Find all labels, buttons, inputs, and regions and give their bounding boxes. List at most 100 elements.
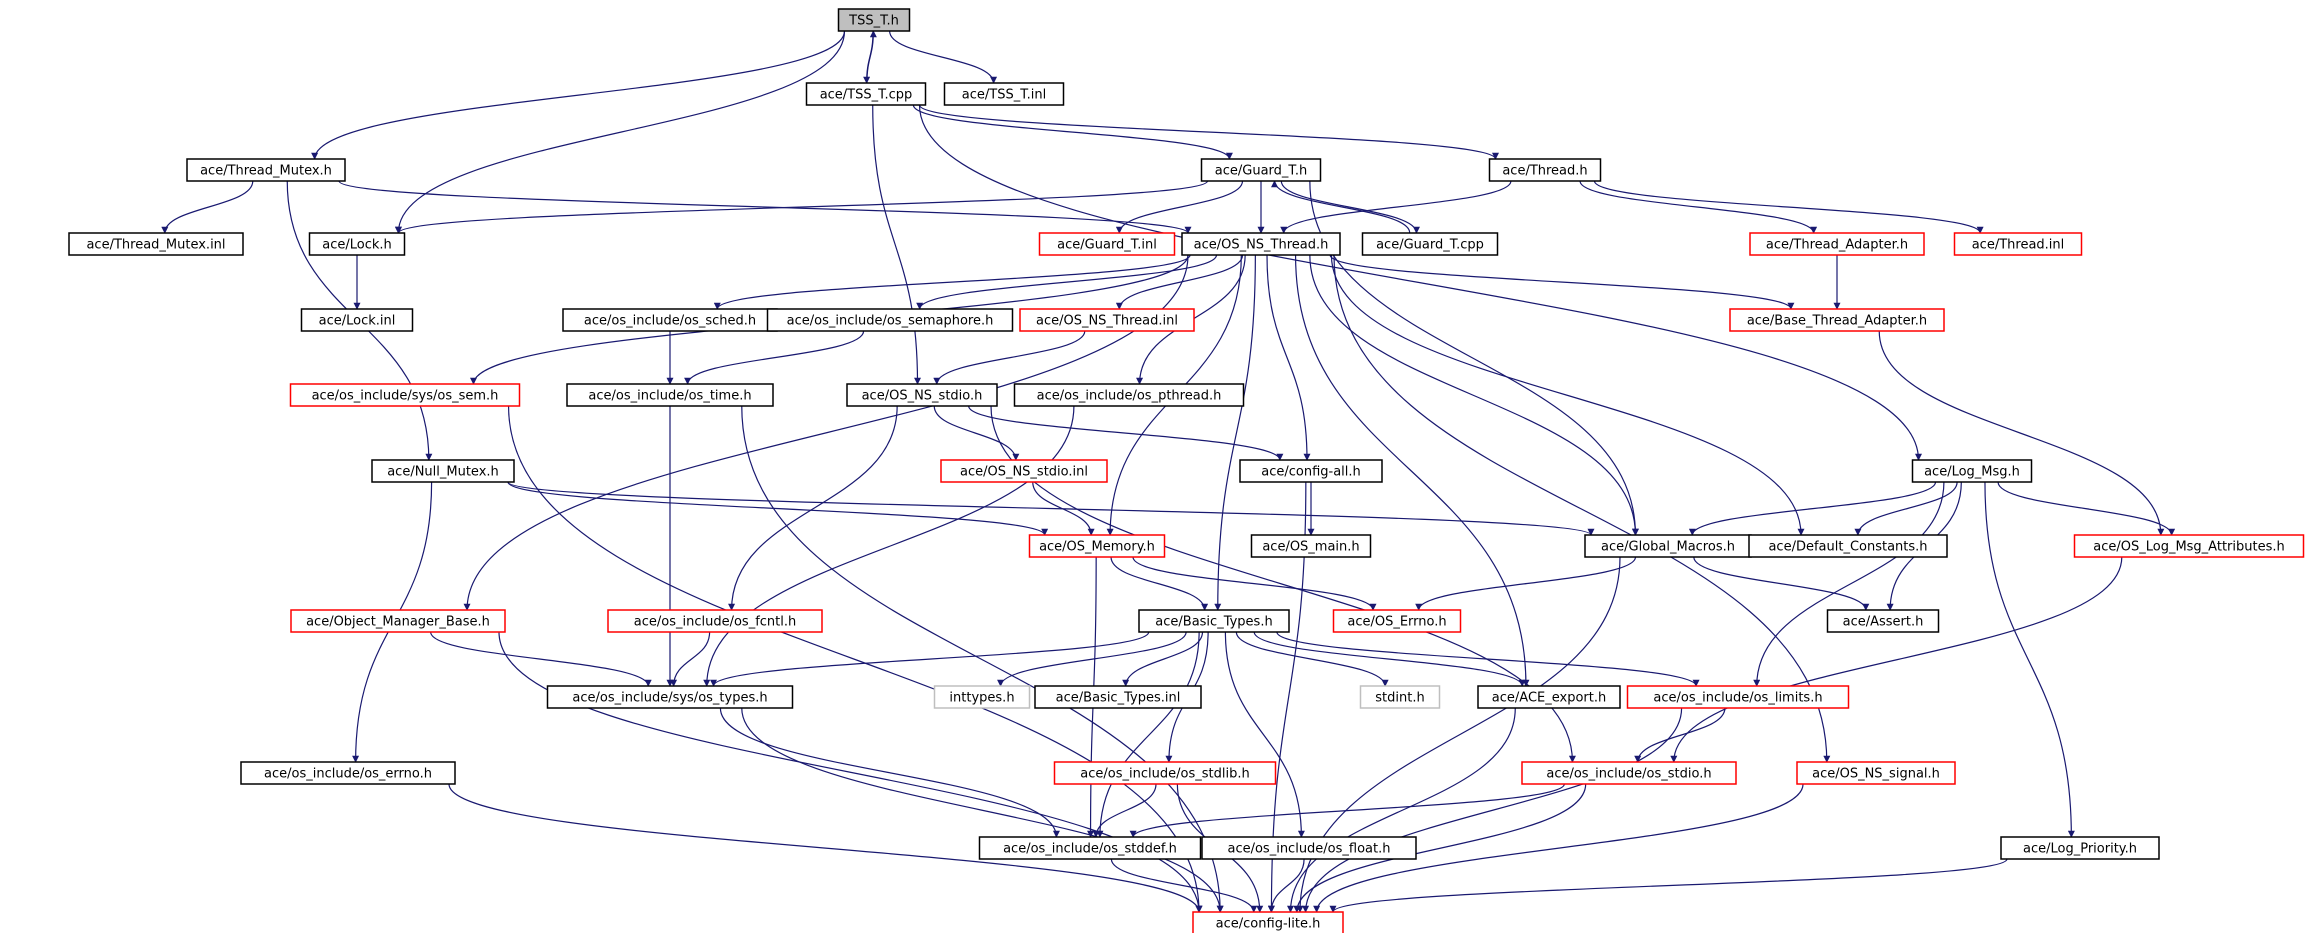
edges-layer (161, 30, 2176, 913)
node-box (186, 158, 346, 182)
edge-os-types-h-to-os-stddef-h (719, 707, 1060, 838)
node-box (546, 685, 794, 709)
node-box (805, 82, 927, 106)
node-box (1192, 911, 1344, 933)
node-label: ace/OS_main.h (1262, 540, 1359, 555)
edge-basic-types-h-to-os-types-h (710, 631, 1150, 687)
node-label: ace/os_include/os_sched.h (584, 314, 756, 329)
node-thread-mutex-h: ace/Thread_Mutex.h (186, 158, 346, 182)
node-label: ace/Log_Msg.h (1924, 465, 2020, 480)
node-label: ace/Null_Mutex.h (387, 465, 499, 480)
node-os-pthread-h: ace/os_include/os_pthread.h (1013, 383, 1245, 407)
node-label: inttypes.h (949, 691, 1014, 706)
node-box (1953, 232, 2083, 256)
node-box (1250, 534, 1372, 558)
edge-os-ns-stdio-h-to-os-ns-stdio-inl (933, 405, 1020, 461)
edge-os-stdio-h-to-os-stddef-h (1129, 783, 1565, 838)
node-box (943, 82, 1065, 106)
node-os-sem-h: ace/os_include/sys/os_sem.h (289, 383, 521, 407)
edge-log-msg-h-to-log-priority-h (1984, 481, 2075, 838)
node-label: ace/Thread_Mutex.h (200, 164, 332, 179)
edge-null-mutex-h-to-global-macros-h (507, 481, 1595, 536)
node-label: ace/OS_NS_Thread.inl (1036, 314, 1178, 329)
edge-os-ns-signal-h-to-config-lite-h (1313, 783, 1804, 913)
node-label: ace/OS_NS_Thread.h (1194, 238, 1329, 253)
edge-os-stddef-h-to-config-lite-h (1110, 858, 1258, 913)
node-os-ns-thread-h: ace/OS_NS_Thread.h (1181, 232, 1341, 256)
node-guard-t-inl: ace/Guard_T.inl (1038, 232, 1176, 256)
edge-os-ns-thread-h-to-os-ns-signal-h (1333, 254, 1831, 763)
edge-os-ns-thread-h-to-base-thread-adapter-h (1329, 254, 1795, 310)
node-os-ns-thread-inl: ace/OS_NS_Thread.inl (1019, 308, 1195, 332)
node-label: ace/os_include/os_errno.h (264, 767, 432, 782)
node-label: ace/os_include/sys/os_types.h (572, 691, 767, 706)
node-os-sched-h: ace/os_include/os_sched.h (562, 308, 778, 332)
edge-tss-t-cpp-to-tss-t-h (866, 30, 877, 84)
node-box (1749, 232, 1925, 256)
node-os-errno-h: ace/OS_Errno.h (1332, 609, 1462, 633)
edge-guard-t-h-to-guard-t-cpp (1280, 180, 1420, 234)
node-os-time-h: ace/os_include/os_time.h (566, 383, 774, 407)
edge-thread-h-to-thread-inl (1593, 180, 1984, 234)
node-thread-mutex-inl: ace/Thread_Mutex.inl (68, 232, 244, 256)
node-box (308, 232, 406, 256)
edge-base-thread-adapter-h-to-os-log-msg-attributes-h (1878, 330, 2165, 536)
edge-global-macros-h-to-os-errno-h (1415, 556, 1637, 611)
node-box (1729, 308, 1945, 332)
node-label: ace/OS_NS_signal.h (1812, 767, 1940, 782)
node-box (2073, 534, 2305, 558)
edge-os-time-h-to-config-lite-h (741, 405, 1224, 913)
node-os-limits-h: ace/os_include/os_limits.h (1626, 685, 1850, 709)
edge-basic-types-h-to-os-limits-h (1276, 631, 1700, 687)
node-label: ace/Basic_Types.h (1155, 615, 1272, 630)
edge-config-all-h-to-config-lite-h (1267, 481, 1307, 913)
edge-os-ns-thread-h-to-os-semaphore-h (916, 254, 1218, 310)
node-box (1138, 609, 1290, 633)
edge-os-float-h-to-config-lite-h (1267, 858, 1305, 913)
edge-os-stdlib-h-to-os-stddef-h (1092, 783, 1157, 838)
edge-tss-t-h-to-tss-t-inl (889, 30, 998, 84)
edge-global-macros-h-to-assert-h (1693, 556, 1870, 611)
edge-os-ns-stdio-h-to-os-fcntl-h (728, 405, 898, 611)
edge-os-types-h-to-config-lite-h (741, 707, 1224, 913)
node-os-ns-stdio-inl: ace/OS_NS_stdio.inl (940, 459, 1108, 483)
node-box (1019, 308, 1195, 332)
edge-basic-types-h-to-ace-export-h (1253, 631, 1526, 687)
edge-guard-t-h-to-guard-t-inl (1115, 180, 1244, 234)
edge-basic-types-h-to-basic-types-inl (1122, 631, 1204, 687)
node-box (1239, 459, 1383, 483)
edge-log-msg-h-to-global-macros-h (1688, 481, 1937, 536)
node-label: ace/os_include/os_semaphore.h (787, 314, 994, 329)
node-ace-export-h: ace/ACE_export.h (1477, 685, 1621, 709)
edge-os-limits-h-to-os-stdio-h (1634, 707, 1726, 763)
node-box (2000, 836, 2160, 860)
node-label: ace/OS_Memory.h (1039, 540, 1155, 555)
node-inttypes-h: inttypes.h (933, 685, 1031, 709)
node-label: ace/OS_Log_Msg_Attributes.h (2093, 540, 2284, 555)
node-box (766, 308, 1014, 332)
node-thread-adapter-h: ace/Thread_Adapter.h (1749, 232, 1925, 256)
node-os-main-h: ace/OS_main.h (1250, 534, 1372, 558)
edge-os-sem-h-to-config-lite-h (507, 405, 1203, 913)
node-box (371, 459, 515, 483)
edge-os-ns-thread-inl-to-os-ns-stdio-h (933, 330, 1086, 385)
node-label: ace/Basic_Types.inl (1056, 691, 1181, 706)
node-box (846, 383, 998, 407)
node-box (1826, 609, 1940, 633)
node-label: ace/Guard_T.h (1215, 164, 1307, 179)
node-assert-h: ace/Assert.h (1826, 609, 1940, 633)
edge-os-ns-thread-h-to-basic-types-h (1214, 254, 1256, 611)
node-label: TSS_T.h (848, 14, 899, 29)
node-os-stddef-h: ace/os_include/os_stddef.h (978, 836, 1202, 860)
node-label: ace/os_include/os_pthread.h (1037, 389, 1222, 404)
node-log-priority-h: ace/Log_Priority.h (2000, 836, 2160, 860)
edge-guard-t-h-to-lock-h (395, 180, 1209, 234)
edge-os-limits-h-to-config-lite-h (1302, 707, 1683, 913)
node-guard-t-h: ace/Guard_T.h (1200, 158, 1322, 182)
edge-log-msg-h-to-os-limits-h (1753, 481, 1945, 687)
edge-tss-t-cpp-to-thread-h (918, 104, 1499, 160)
node-label: ace/ACE_export.h (1492, 691, 1606, 706)
node-config-all-h: ace/config-all.h (1239, 459, 1383, 483)
edge-os-include-errno-h-to-config-lite-h (448, 783, 1203, 913)
